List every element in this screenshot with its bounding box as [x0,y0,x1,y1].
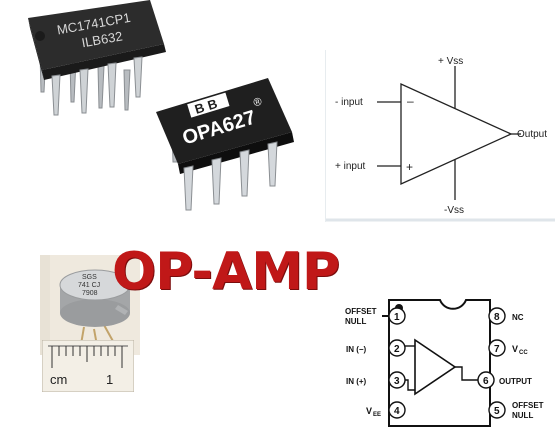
svg-text:IN (+): IN (+) [346,377,367,386]
can-marking-1: SGS [82,274,97,281]
label-output: Output [517,129,547,140]
svg-text:OFFSET: OFFSET [345,307,377,316]
pin-4: 4 V EE [366,401,406,419]
svg-text:6: 6 [483,376,489,387]
dip-b-reg: ® [252,96,263,110]
svg-text:4: 4 [394,406,400,417]
svg-text:NC: NC [512,313,524,322]
label-vminus: -Vss [444,205,464,216]
dip-chip-opa627: BB OPA627 ® [156,78,294,211]
svg-text:CC: CC [519,350,528,356]
op-amp-symbol-diagram: + Vss -Vss - input + input Output – + [325,50,555,222]
ruler: cm 1 [42,340,134,392]
svg-text:V: V [366,406,372,416]
op-amp-triangle [400,82,513,186]
pinout-diagram: 1 OFFSET NULL 2 IN (−) 3 IN (+) 4 V EE 8… [345,299,544,427]
label-vplus: + Vss [438,56,463,67]
page-title: OP-AMP [112,242,340,302]
svg-text:OFFSET: OFFSET [512,401,544,410]
svg-text:8: 8 [494,312,500,323]
pin-5: 5 OFFSET NULL [488,401,544,420]
svg-text:5: 5 [494,406,500,417]
can-marking-3: 7908 [82,290,98,297]
label-noninverting-input: + input [335,161,366,172]
pin-2: 2 IN (−) [346,339,406,357]
ruler-mark: 1 [106,372,113,387]
svg-text:V: V [512,344,518,354]
svg-text:EE: EE [373,412,381,418]
pin-3: 3 IN (+) [346,371,406,389]
pin-6: 6 OUTPUT [477,371,532,389]
pin-7: 7 V CC [488,339,528,357]
svg-text:NULL: NULL [512,411,533,420]
metal-can-photo: SGS 741 CJ 7908 [40,255,140,355]
svg-text:3: 3 [394,376,400,387]
svg-text:OUTPUT: OUTPUT [499,377,532,386]
can-marking-2: 741 CJ [78,282,100,289]
plus-sign: + [406,160,413,174]
dip-chip-mc1741: MC1741CP1 ILB632 [28,0,166,116]
minus-sign: – [407,94,414,108]
svg-text:NULL: NULL [345,317,366,326]
ruler-unit: cm [50,372,67,387]
dip-b-logo: BB [193,95,223,117]
pin-1: 1 OFFSET NULL [345,307,406,326]
pin-8: 8 NC [488,307,524,325]
svg-text:2: 2 [394,344,400,355]
svg-text:1: 1 [394,312,400,323]
svg-text:7: 7 [494,344,500,355]
svg-text:IN (−): IN (−) [346,345,367,354]
dip-a-marking-2: ILB632 [80,28,123,50]
label-inverting-input: - input [335,97,363,108]
